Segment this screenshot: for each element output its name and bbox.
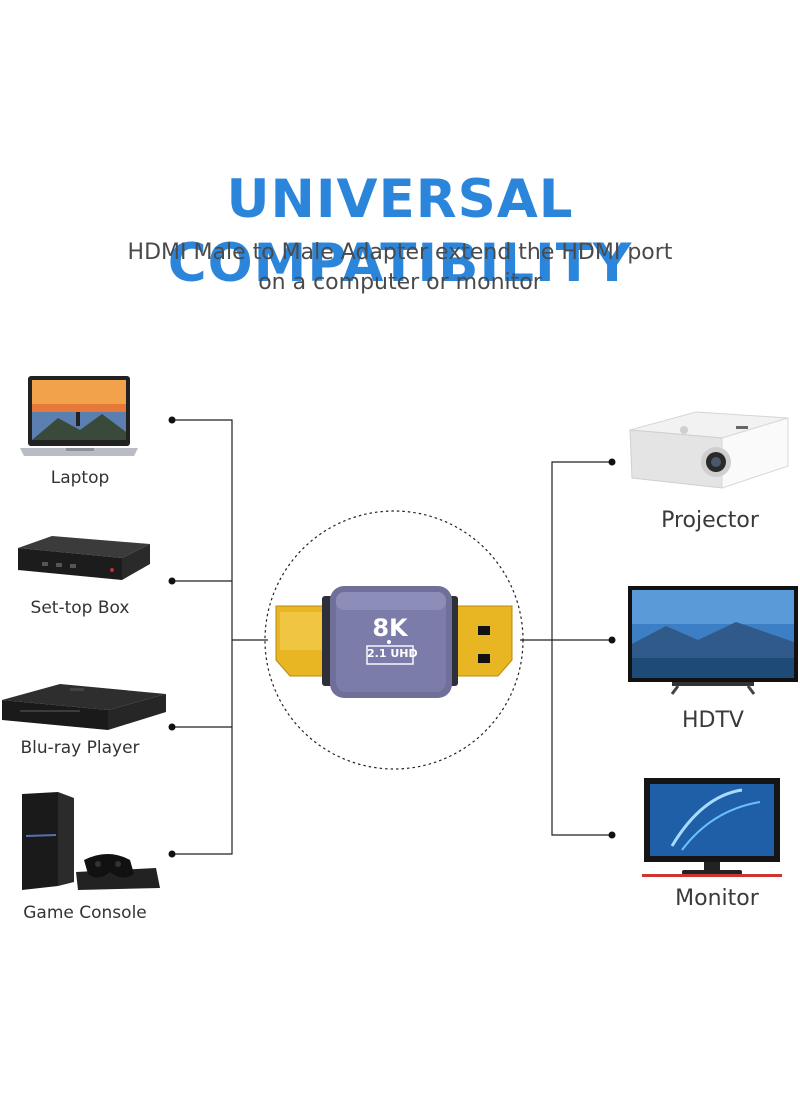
laptop-icon: [20, 376, 138, 456]
adapter-resolution-text: 8K: [372, 614, 408, 642]
hdmi-adapter-icon: [275, 586, 513, 698]
console-dot: [168, 850, 176, 858]
laptop-dot: [168, 416, 176, 424]
settop-box-icon: [18, 536, 150, 580]
projector-dot: [608, 458, 616, 466]
right-bracket-line: [551, 461, 612, 836]
monitor-icon: [642, 778, 782, 877]
subtitle-line-1: HDMI Male to Male Adapter extend the HDM…: [127, 240, 673, 265]
subtitle-line-2: on a computer or monitor: [258, 270, 542, 295]
projector-icon: [629, 411, 789, 489]
settop-dot: [168, 577, 176, 585]
page-title: UNIVERSAL COMPATIBILITY: [167, 169, 633, 294]
bluray-player-icon: [2, 684, 166, 730]
hdtv-dot: [608, 636, 616, 644]
monitor-dot: [608, 831, 616, 839]
bluray-dot: [168, 723, 176, 731]
display-label-hdtv: HDTV: [682, 708, 744, 733]
hdtv-icon: [628, 586, 798, 695]
left-bracket-line: [172, 419, 233, 855]
adapter-highlight-circle: [264, 510, 524, 770]
display-label-monitor: Monitor: [675, 886, 759, 911]
adapter-version-text: 2.1 UHD: [367, 647, 418, 660]
source-label-laptop: Laptop: [50, 468, 110, 488]
source-label-bluray-player: Blu-ray Player: [20, 738, 140, 758]
game-console-icon: [22, 792, 160, 890]
source-label-game-console: Game Console: [23, 903, 147, 923]
display-label-projector: Projector: [661, 508, 759, 533]
source-label-settop-box: Set-top Box: [30, 598, 130, 618]
